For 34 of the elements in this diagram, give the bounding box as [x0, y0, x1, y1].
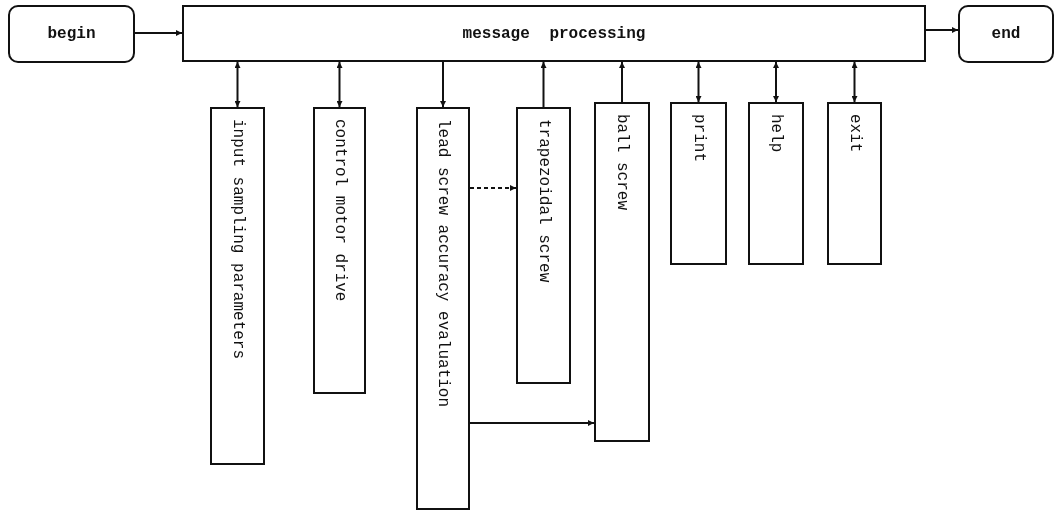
node-label: exit — [845, 114, 864, 153]
node-label: help — [767, 114, 785, 153]
node-label: trapezoidal screw — [534, 119, 553, 283]
process-box — [210, 107, 265, 465]
node-label: print — [689, 114, 708, 162]
arrow — [773, 61, 779, 103]
process-box — [827, 102, 882, 265]
arrow — [469, 185, 517, 191]
terminal-box — [958, 5, 1054, 63]
node-label: begin — [47, 25, 96, 43]
arrow — [619, 61, 625, 103]
node-label: message processing — [462, 24, 646, 43]
arrow — [440, 61, 446, 108]
process-box — [748, 102, 804, 265]
process-box — [182, 5, 926, 62]
process-box — [594, 102, 650, 442]
arrow — [925, 27, 959, 33]
node-label: control motor drive — [330, 119, 349, 302]
node-label: lead screw accuracy evaluation — [434, 119, 452, 408]
arrow — [695, 61, 702, 103]
arrow — [234, 61, 241, 108]
process-box — [313, 107, 366, 394]
node-label: ball screw — [613, 114, 631, 210]
node-label: input sampling parameters — [228, 119, 247, 360]
arrow — [851, 61, 858, 103]
process-box — [670, 102, 727, 265]
arrow — [540, 61, 547, 108]
arrow — [469, 420, 595, 426]
node-label: end — [991, 25, 1021, 43]
process-box — [516, 107, 571, 384]
process-box — [416, 107, 470, 510]
arrow — [134, 30, 183, 36]
terminal-box — [8, 5, 135, 63]
arrow — [336, 61, 343, 108]
